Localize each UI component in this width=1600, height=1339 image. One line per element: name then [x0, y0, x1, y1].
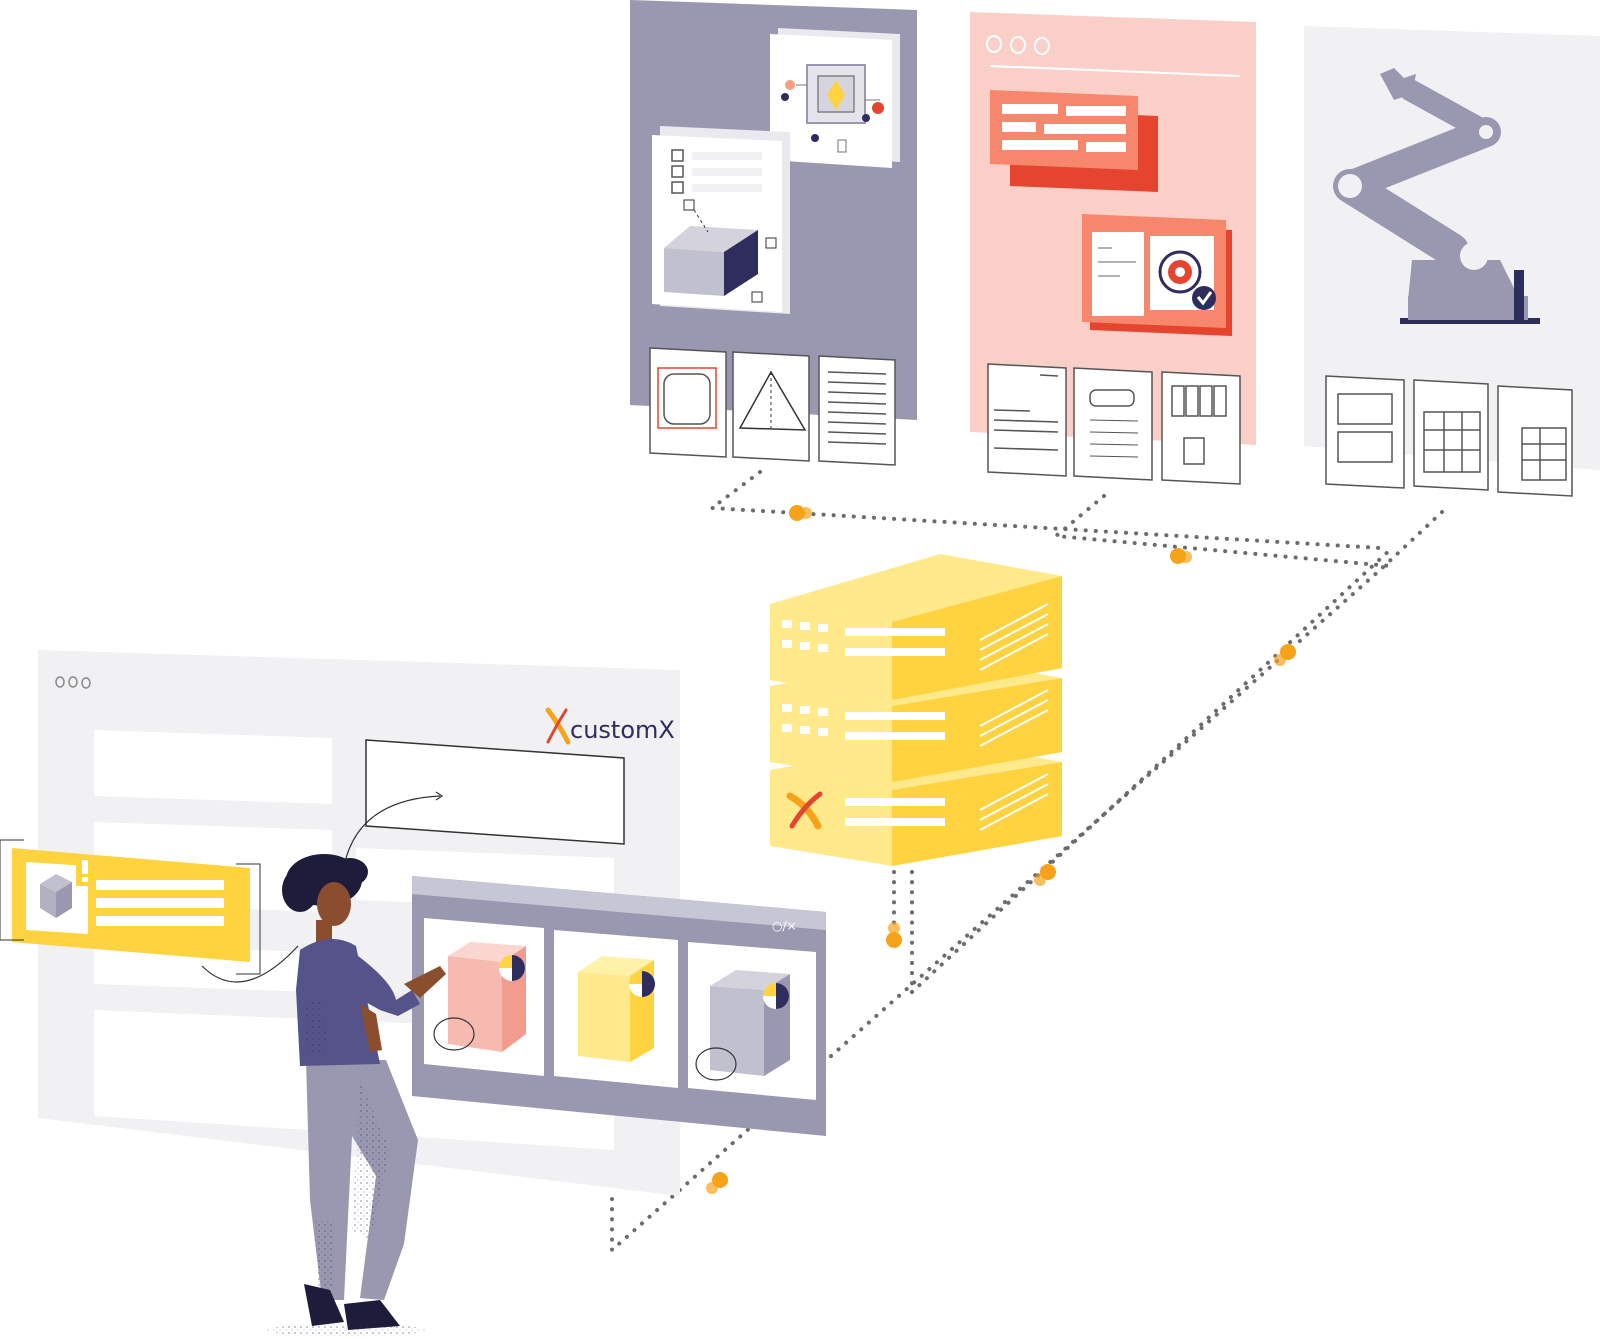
cube-icon — [664, 199, 777, 303]
dev-documents — [987, 363, 1241, 485]
cube-card — [652, 126, 790, 314]
window-controls — [55, 676, 91, 689]
person-figure — [266, 854, 446, 1336]
data-packets — [706, 505, 1296, 1194]
connector-lines — [610, 470, 1444, 1255]
customx-logo-icon — [786, 791, 823, 830]
prod-documents — [1325, 375, 1573, 497]
customx-brand: customX — [545, 707, 675, 745]
check-icon — [1192, 286, 1216, 310]
design-documents — [649, 347, 896, 466]
warning-card[interactable] — [0, 839, 299, 983]
panel-development — [970, 12, 1256, 485]
brand-name: customX — [570, 716, 675, 744]
chip-card — [770, 28, 900, 168]
panel-design — [630, 0, 917, 466]
gear-icon — [1158, 250, 1202, 294]
code-block — [990, 90, 1158, 192]
text-input[interactable] — [365, 739, 625, 845]
warning-icon — [76, 856, 94, 886]
chip-icon — [781, 64, 884, 153]
window-controls-label: ○/× — [772, 919, 797, 933]
config-window — [1082, 214, 1232, 336]
product-window[interactable]: ○/× — [412, 876, 826, 1136]
server-icon — [770, 554, 1062, 866]
window-controls — [986, 35, 1050, 55]
robot-arm-icon — [1333, 68, 1540, 324]
panel-production — [1304, 26, 1600, 497]
